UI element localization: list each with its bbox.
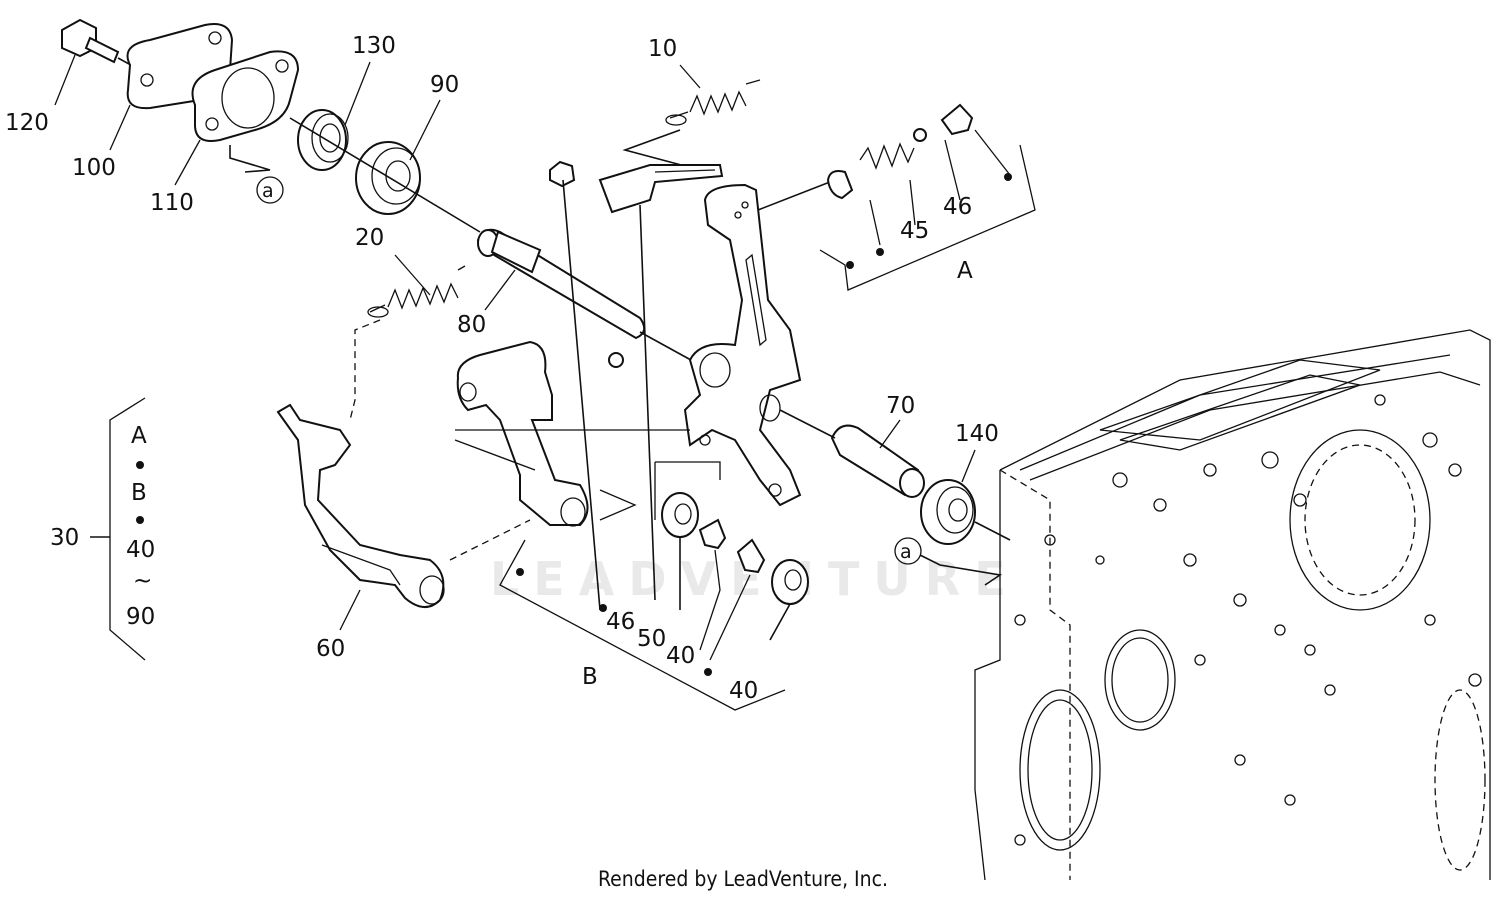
group-label-b: B [582, 664, 598, 690]
legend-dot [136, 516, 144, 524]
callout-70: 70 [886, 393, 915, 419]
callout-10: 10 [648, 36, 677, 62]
callout-110: 110 [150, 190, 194, 216]
bracket-b [499, 539, 786, 711]
bracket-a [819, 144, 1036, 291]
leader-line [679, 64, 701, 89]
leader-line [769, 603, 791, 641]
callout-60: 60 [316, 636, 345, 662]
oil-seal-130-drawing [297, 109, 349, 171]
leader-line [409, 99, 441, 161]
spring-20-drawing [367, 265, 466, 318]
arm-drawing [456, 340, 589, 527]
leader-line [339, 589, 361, 631]
bolt-120-drawing [61, 18, 141, 71]
callout-40-left: 40 [666, 643, 695, 669]
svg-text:a: a [262, 180, 274, 202]
footer-credit: Rendered by LeadVenture, Inc. [598, 867, 888, 891]
governor-lever-drawing [683, 183, 802, 507]
leader-line [757, 179, 836, 211]
callout-120: 120 [5, 110, 49, 136]
block-bolt-holes [1014, 394, 1482, 846]
leader-line [394, 254, 431, 296]
dot [516, 568, 524, 576]
leader-line [349, 319, 381, 421]
callout-100: 100 [72, 155, 116, 181]
kit-bracket [109, 397, 146, 661]
leader-line [449, 519, 531, 561]
leader-line [961, 449, 976, 483]
sleeve-70-drawing [830, 424, 925, 498]
gasket-110-drawing [191, 50, 300, 142]
callout-46-lower: 46 [606, 609, 635, 635]
ref-arrow [229, 145, 271, 173]
ball-46-drawing [608, 352, 624, 368]
leader-line [109, 104, 131, 151]
dot [704, 668, 712, 676]
callout-40-right: 40 [729, 678, 758, 704]
cover-hole [140, 73, 154, 87]
svg-text:a: a [900, 541, 912, 563]
bearing-140-drawing [920, 479, 976, 545]
legend-from: 40 [126, 537, 155, 563]
legend-b: B [131, 480, 147, 506]
axis-line [779, 409, 836, 439]
leader-line [562, 179, 601, 611]
legend-to: 90 [126, 604, 155, 630]
spring-10-drawing [665, 79, 761, 126]
callout-80: 80 [457, 312, 486, 338]
leader-line [869, 129, 1011, 246]
leader-line [54, 54, 76, 106]
leader-line [174, 139, 201, 186]
legend-sep: ~ [133, 568, 152, 594]
dot [599, 604, 607, 612]
callout-50: 50 [637, 626, 666, 652]
axis-line [289, 117, 481, 233]
callout-30: 30 [50, 525, 79, 551]
leader-line [622, 129, 701, 171]
ref-arrow [919, 554, 1003, 586]
callout-20: 20 [355, 225, 384, 251]
dot [1004, 173, 1012, 181]
callout-45: 45 [900, 218, 929, 244]
leader-line [879, 419, 901, 449]
group-label-a: A [957, 258, 973, 284]
leader-line [484, 269, 516, 311]
legend-dot [136, 461, 144, 469]
leader-line [639, 204, 656, 601]
shaft-80-drawing [476, 228, 646, 340]
callout-140: 140 [955, 421, 999, 447]
set-a-parts-drawing [826, 103, 974, 200]
guide-line [454, 429, 690, 521]
callout-90: 90 [430, 72, 459, 98]
callout-130: 130 [352, 33, 396, 59]
ref-mark-a-top: a [256, 176, 284, 204]
leader-line [344, 61, 371, 126]
dot [846, 261, 854, 269]
legend-a: A [131, 423, 147, 449]
engine-block-drawing [974, 329, 1491, 881]
leader-line [699, 549, 751, 661]
callout-46-upper: 46 [943, 194, 972, 220]
ref-mark-a-bottom: a [894, 537, 922, 565]
nut-46-drawing [549, 160, 576, 188]
axis-line [974, 521, 1011, 541]
fork-60-drawing [276, 403, 445, 608]
bearing-90-drawing [355, 141, 421, 215]
cover-hole [208, 31, 222, 45]
dot [876, 248, 884, 256]
set-b-parts-drawing [654, 461, 809, 605]
lever-50-drawing [598, 164, 724, 214]
